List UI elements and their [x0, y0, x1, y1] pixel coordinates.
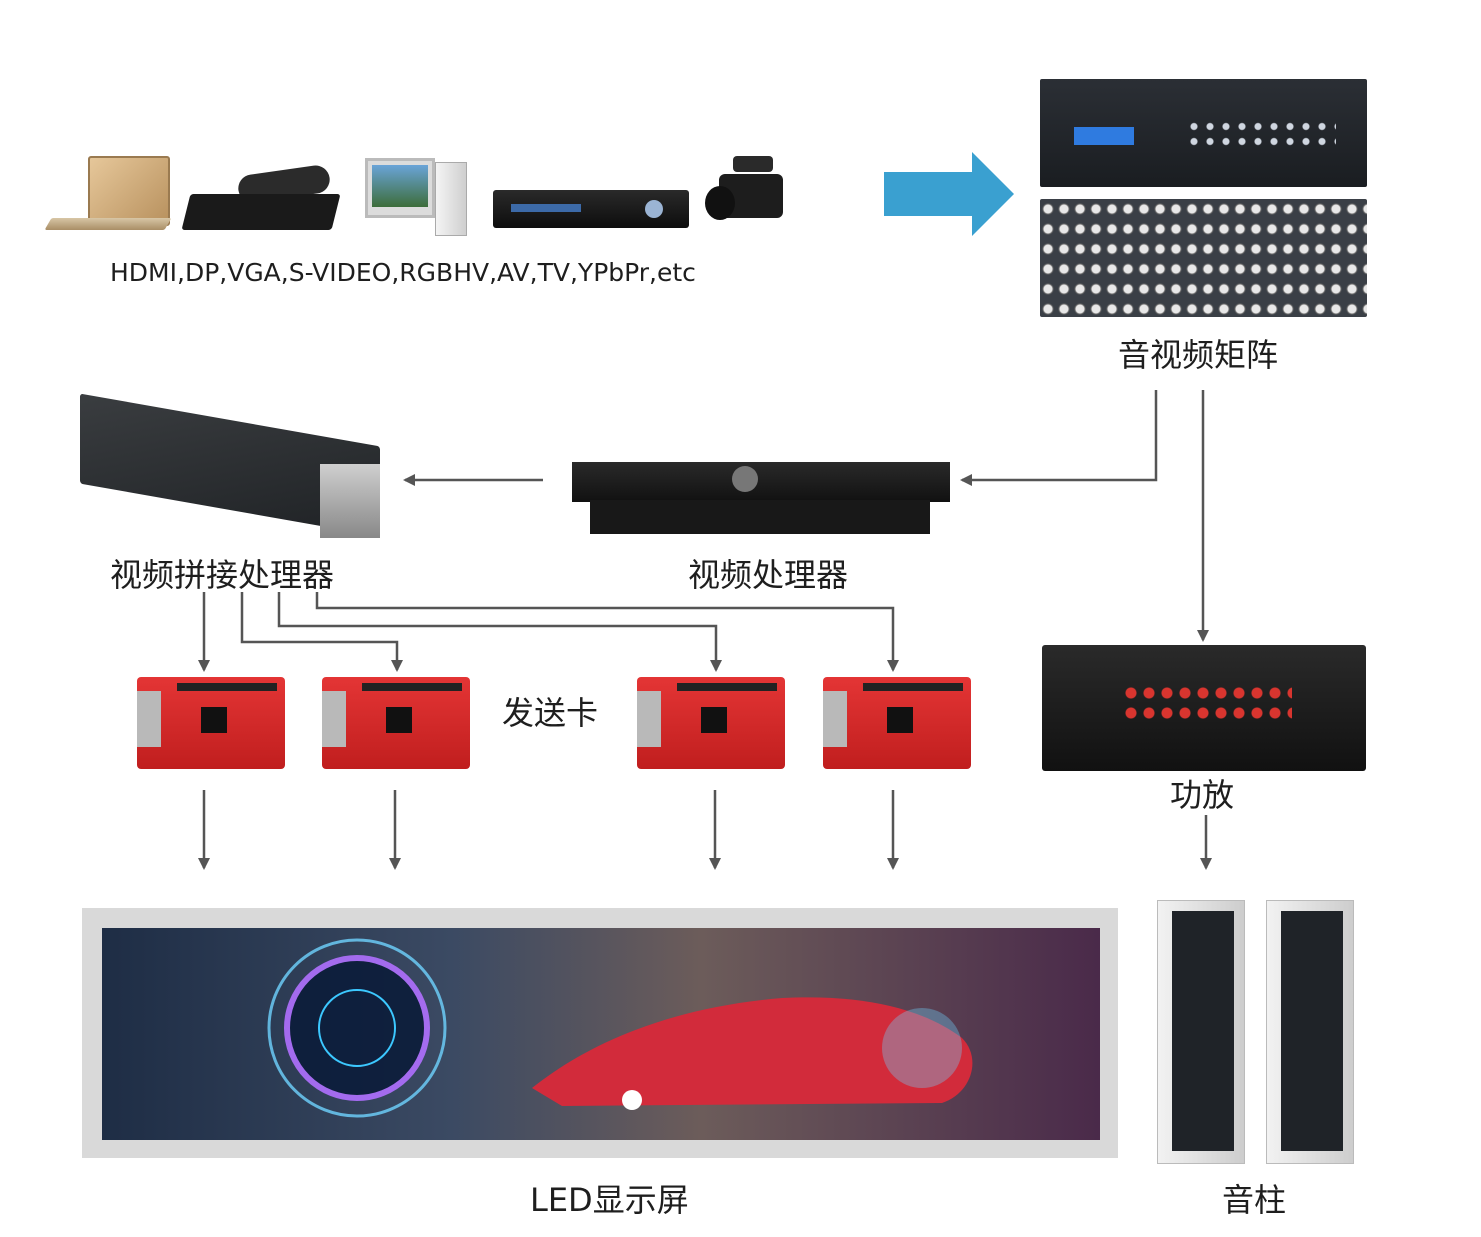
led-screen — [82, 908, 1118, 1158]
sending-card-label: 发送卡 — [502, 694, 599, 732]
sources-label: HDMI,DP,VGA,S-VIDEO,RGBHV,AV,TV,YPbPr,et… — [110, 258, 696, 287]
desktop-pc-icon — [365, 158, 473, 236]
wire-splice-card3 — [277, 592, 722, 672]
speakers-label: 音柱 — [1222, 1181, 1287, 1219]
set-top-box-icon — [181, 163, 344, 232]
speaker-column-2 — [1266, 900, 1354, 1164]
dvd-player-icon — [493, 190, 689, 228]
amplifier-device — [1042, 645, 1366, 771]
wire-splice-card4 — [315, 592, 899, 672]
led-screen-image — [102, 928, 1100, 1140]
wire-splice-card2 — [240, 592, 403, 672]
led-screen-label: LED显示屏 — [530, 1181, 689, 1219]
speaker-column-1 — [1157, 900, 1245, 1164]
laptop-icon — [44, 152, 172, 234]
input-arrow — [884, 152, 1014, 236]
video-processor-device — [572, 452, 950, 534]
splicing-processor-device — [80, 393, 385, 540]
video-processor-label: 视频处理器 — [688, 556, 849, 594]
splicing-processor-label: 视频拼接处理器 — [110, 556, 335, 594]
wire-matrix-vproc — [960, 390, 1158, 486]
sending-card-4 — [823, 677, 971, 769]
sending-card-3 — [637, 677, 785, 769]
amplifier-label: 功放 — [1170, 776, 1235, 814]
video-camera-icon — [705, 152, 795, 234]
sending-card-2 — [322, 677, 470, 769]
av-matrix-device — [1040, 79, 1367, 317]
sending-card-1 — [137, 677, 285, 769]
matrix-label: 音视频矩阵 — [1118, 336, 1279, 374]
